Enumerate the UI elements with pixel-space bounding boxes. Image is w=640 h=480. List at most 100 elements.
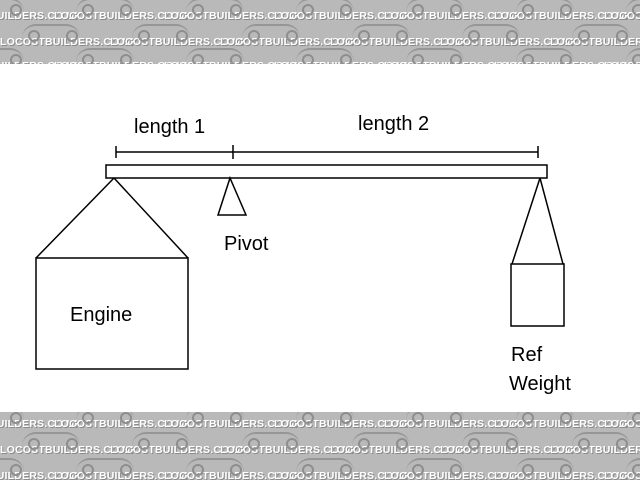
watermark-logo: LOCOSTBUILDERS.CO.UK <box>494 458 632 480</box>
wheel-icon <box>248 438 260 450</box>
wheel-icon <box>286 30 298 42</box>
watermark-logo: LOCOSTBUILDERS.CO.UK <box>54 458 192 480</box>
ref-weight-box <box>510 263 565 327</box>
wheel-icon <box>10 464 22 476</box>
wheel-icon <box>176 438 188 450</box>
watermark-logo: LOCOSTBUILDERS.CO.UK <box>0 4 82 22</box>
watermark-logo: LOCOSTBUILDERS.CO.UK <box>384 412 522 430</box>
wheel-icon <box>82 464 94 476</box>
car-logo-icon <box>626 458 640 472</box>
wheel-icon <box>632 4 640 16</box>
ref-weight-sling-left <box>511 177 541 265</box>
watermark-logo: LOCOSTBUILDERS.CO.UK <box>330 24 468 48</box>
wheel-icon <box>468 30 480 42</box>
watermark-logo: LOCOSTBUILDERS.CO.UK <box>110 432 248 456</box>
pivot-triangle <box>216 175 248 216</box>
wheel-icon <box>522 464 534 476</box>
car-logo-icon <box>516 48 574 62</box>
watermark-logo: LOCOSTBUILDERS.CO.UK <box>54 4 192 22</box>
car-logo-icon <box>296 48 354 62</box>
watermark-logo: LOCOSTBUILDERS.CO.UK <box>164 4 302 22</box>
wheel-icon <box>560 412 572 424</box>
wheel-icon <box>120 4 132 16</box>
wheel-icon <box>120 54 132 64</box>
wheel-icon <box>10 54 22 64</box>
watermark-logo: LOCOSTBUILDERS.CO.UK <box>274 4 412 22</box>
wheel-icon <box>616 438 628 450</box>
watermark-logo: LOCOSTBUILDERS.CO.UK <box>54 412 192 430</box>
car-logo-icon <box>462 432 520 446</box>
wheel-icon <box>396 438 408 450</box>
watermark-logo: LOCOSTBUILDERS.CO.UK <box>494 412 632 430</box>
wheel-icon <box>506 438 518 450</box>
wheel-icon <box>82 412 94 424</box>
watermark-logo: LOCOSTBUILDERS.CO.UK <box>440 432 578 456</box>
car-logo-icon <box>0 458 24 472</box>
car-logo-icon <box>572 24 630 38</box>
car-logo-icon <box>132 432 190 446</box>
wheel-icon <box>616 30 628 42</box>
wheel-icon <box>396 30 408 42</box>
watermark-logo: LOCOSTBUILDERS.CO.UK <box>164 48 302 64</box>
wheel-icon <box>286 438 298 450</box>
wheel-icon <box>302 464 314 476</box>
wheel-icon <box>248 30 260 42</box>
engine-box <box>35 257 189 370</box>
watermark-logo: LOCOSTBUILDERS.CO.UK <box>550 432 640 456</box>
wheel-icon <box>120 412 132 424</box>
car-logo-icon <box>352 432 410 446</box>
watermark-logo: LOCOSTBUILDERS.CO.UK <box>604 48 640 64</box>
watermark-logo: LOCOSTBUILDERS.CO.UK <box>110 24 248 48</box>
watermark-row: LOCOSTBUILDERS.CO.UK LOCOSTBUILDERS.CO.UK… <box>0 458 640 480</box>
car-logo-icon <box>186 458 244 472</box>
watermark-logo: LOCOSTBUILDERS.CO.UK <box>384 4 522 22</box>
wheel-icon <box>66 438 78 450</box>
car-logo-icon <box>132 24 190 38</box>
length-2-dimension <box>233 146 539 158</box>
wheel-icon <box>522 4 534 16</box>
engine-label: Engine <box>70 304 132 326</box>
length-1-label: length 1 <box>134 116 205 138</box>
wheel-icon <box>66 30 78 42</box>
watermark-logo: LOCOSTBUILDERS.CO.UK <box>440 24 578 48</box>
wheel-icon <box>138 30 150 42</box>
wheel-icon <box>578 30 590 42</box>
wheel-icon <box>506 30 518 42</box>
wheel-icon <box>28 30 40 42</box>
wheel-icon <box>302 54 314 64</box>
wheel-icon <box>340 464 352 476</box>
wheel-icon <box>82 4 94 16</box>
wheel-icon <box>412 4 424 16</box>
car-logo-icon <box>22 24 80 38</box>
wheel-icon <box>412 412 424 424</box>
ref-weight-label-line-1: Ref <box>511 344 543 366</box>
wheel-icon <box>192 4 204 16</box>
wheel-icon <box>192 464 204 476</box>
wheel-icon <box>230 412 242 424</box>
wheel-icon <box>560 4 572 16</box>
wheel-icon <box>340 412 352 424</box>
wheel-icon <box>358 30 370 42</box>
watermark-logo: LOCOSTBUILDERS.CO.UK <box>0 48 82 64</box>
wheel-icon <box>302 412 314 424</box>
length-2-label: length 2 <box>358 113 429 135</box>
wheel-icon <box>82 54 94 64</box>
watermark-logo: LOCOSTBUILDERS.CO.UK <box>550 24 640 48</box>
wheel-icon <box>10 412 22 424</box>
wheel-icon <box>302 4 314 16</box>
wheel-icon <box>522 412 534 424</box>
wheel-icon <box>560 54 572 64</box>
car-logo-icon <box>572 432 630 446</box>
watermark-logo: LOCOSTBUILDERS.CO.UK <box>220 24 358 48</box>
wheel-icon <box>412 464 424 476</box>
watermark-band-top: LOCOSTBUILDERS.CO.UKLOCOSTBUILDERS.CO.UK… <box>0 0 640 64</box>
length-1-dimension <box>115 145 234 159</box>
wheel-icon <box>10 4 22 16</box>
wheel-icon <box>450 4 462 16</box>
car-logo-icon <box>0 48 24 62</box>
car-logo-icon <box>22 432 80 446</box>
wheel-icon <box>632 464 640 476</box>
